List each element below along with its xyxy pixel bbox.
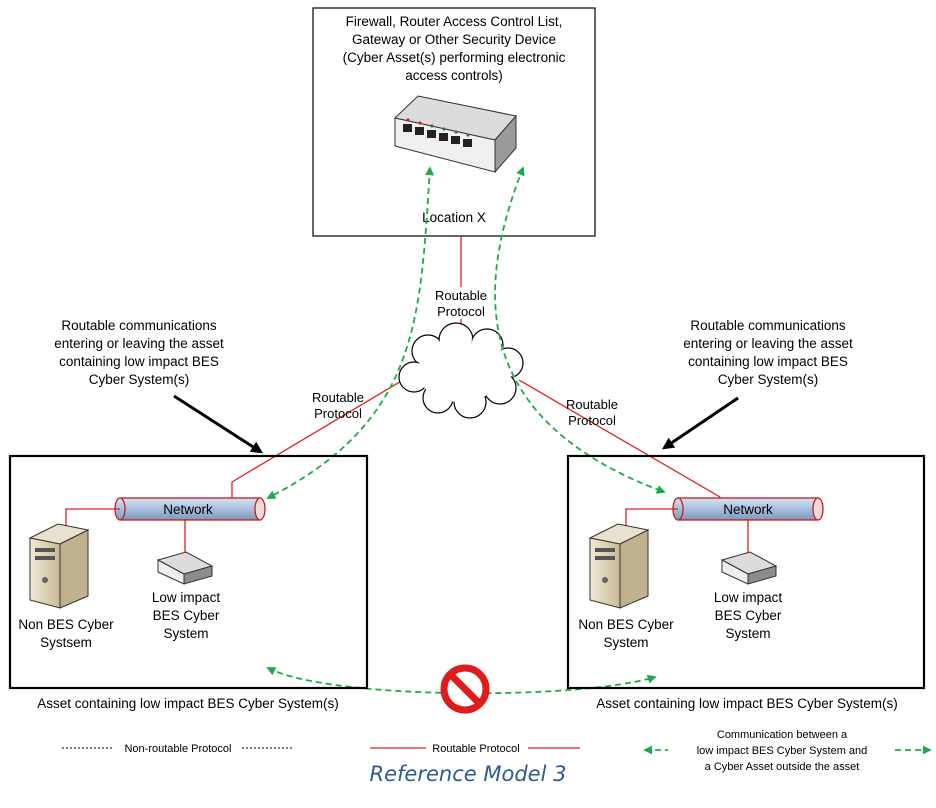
communication-arrow-right-path	[494, 166, 666, 494]
legend-communication-label: Communication between a	[717, 729, 848, 741]
legend-communication-label: a Cyber Asset outside the asset	[705, 761, 860, 773]
location-title-line: access controls)	[405, 68, 503, 83]
annotation-left-line: Routable communications	[61, 318, 217, 333]
device-label-right: System	[725, 626, 770, 641]
server-link-left	[65, 508, 120, 530]
annotation-right-line: containing low impact BES	[688, 354, 848, 369]
annotation-right-line: Cyber System(s)	[718, 372, 819, 387]
device-label-right: BES Cyber	[715, 608, 782, 623]
location-title-line: Gateway or Other Security Device	[352, 32, 556, 47]
server-label-left: Non BES Cyber	[18, 617, 114, 632]
protocol-label-right: Routable	[566, 397, 618, 412]
protocol-label-top: Routable	[435, 288, 487, 303]
annotation-left-line: containing low impact BES	[59, 354, 219, 369]
server-icon-left	[28, 523, 90, 609]
low-impact-device-icon-right	[720, 551, 778, 585]
protocol-label-left: Protocol	[314, 406, 362, 421]
server-label-left: Systsem	[40, 635, 92, 650]
network-label-left: Network	[163, 502, 213, 517]
annotation-left-arrow	[173, 394, 264, 454]
device-label-left: BES Cyber	[153, 608, 220, 623]
asset-right-box	[566, 454, 926, 690]
legend: Non-routable Protocol Routable Protocol …	[62, 729, 932, 773]
legend-communication-label: low impact BES Cyber System and	[697, 745, 868, 757]
asset-left-box	[8, 454, 369, 690]
annotation-right-line: entering or leaving the asset	[683, 336, 853, 351]
annotation-right-arrow	[662, 396, 739, 450]
protocol-label-left: Routable	[312, 390, 364, 405]
legend-routable-label: Routable Protocol	[432, 743, 519, 755]
protocol-label-top: Protocol	[437, 304, 485, 319]
server-label-right: Non BES Cyber	[578, 617, 674, 632]
asset-caption-right: Asset containing low impact BES Cyber Sy…	[596, 696, 898, 711]
network-label-right: Network	[723, 502, 773, 517]
legend-nonroutable-label: Non-routable Protocol	[124, 743, 231, 755]
figure-caption: Reference Model 3	[369, 762, 567, 786]
asset-caption-left: Asset containing low impact BES Cyber Sy…	[37, 696, 339, 711]
server-label-right: System	[603, 635, 648, 650]
device-label-left: System	[163, 626, 208, 641]
device-label-right: Low impact	[714, 590, 783, 605]
location-x-label: Location X	[422, 210, 486, 225]
annotation-left-line: entering or leaving the asset	[54, 336, 224, 351]
annotation-left-line: Cyber System(s)	[89, 372, 190, 387]
communication-arrow-left-path	[266, 166, 435, 499]
protocol-label-right: Protocol	[568, 413, 616, 428]
annotation-right-line: Routable communications	[690, 318, 846, 333]
routable-line-right	[518, 379, 721, 498]
server-link-right	[625, 508, 678, 530]
server-icon-right	[588, 523, 650, 609]
location-title-line: Firewall, Router Access Control List,	[346, 14, 563, 29]
asset-right: Network Non BES Cyber System Low impact …	[566, 454, 926, 711]
prohibited-icon	[440, 664, 490, 714]
low-impact-device-icon-left	[156, 551, 214, 585]
firewall-device-icon	[393, 95, 517, 174]
asset-left: Network Non BES Cyber Systsem Low impact…	[8, 454, 369, 711]
location-title-line: (Cyber Asset(s) performing electronic	[343, 50, 566, 65]
device-label-left: Low impact	[152, 590, 221, 605]
internet-cloud-icon	[398, 322, 524, 419]
